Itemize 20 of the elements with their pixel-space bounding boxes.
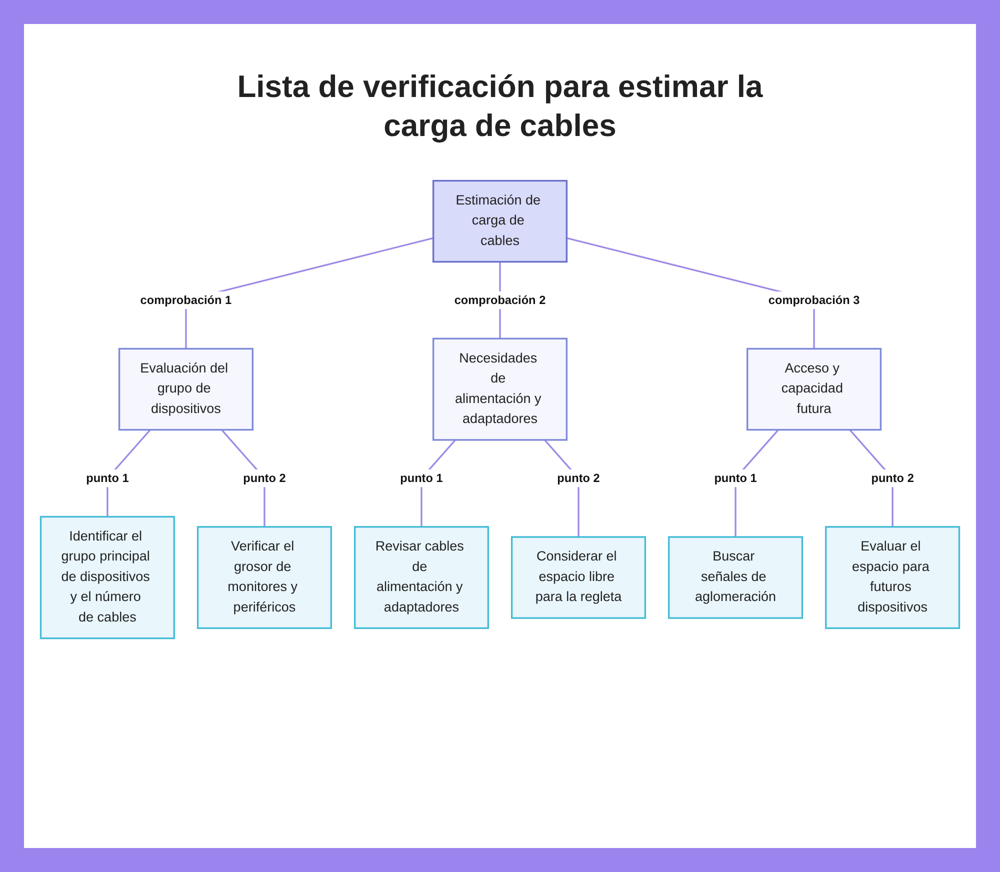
node-box: Estimación de carga de cables xyxy=(432,180,568,263)
edge-label: punto 1 xyxy=(400,471,443,485)
node-box: Necesidades de alimentación y adaptadores xyxy=(432,338,568,441)
edge-label: punto 2 xyxy=(557,471,600,485)
edge-label: comprobación 3 xyxy=(768,293,860,307)
diagram-title: Lista de verificación para estimar la carga de cables xyxy=(236,68,764,145)
node-box: Verificar el grosor de monitores y periféricos xyxy=(196,526,332,630)
node-box: Identificar el grupo principal de dispositivos y el número de cables xyxy=(40,516,175,640)
edge-label: punto 1 xyxy=(86,471,129,485)
node-box: Evaluación del grupo de dispositivos xyxy=(118,348,254,431)
edge-label: comprobación 2 xyxy=(454,293,546,307)
edge-label: comprobación 1 xyxy=(140,293,232,307)
edge-label: punto 2 xyxy=(243,471,286,485)
node-box: Evaluar el espacio para futuros dispositivos xyxy=(825,526,960,630)
node-box: Buscar señales de aglomeración xyxy=(668,536,804,619)
node-box: Acceso y capacidad futura xyxy=(746,348,882,431)
edge-label: punto 2 xyxy=(871,471,914,485)
node-box: Considerar el espacio libre para la regleta xyxy=(510,536,646,619)
edge-label: punto 1 xyxy=(714,471,757,485)
node-box: Revisar cables de alimentación y adaptadores xyxy=(354,526,490,630)
